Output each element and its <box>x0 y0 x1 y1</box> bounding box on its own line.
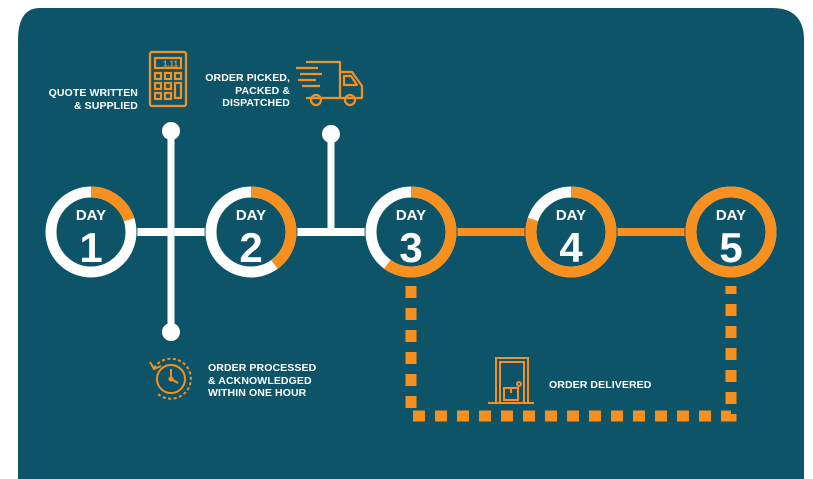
day-ring-backdrop <box>364 185 458 279</box>
day-ring-backdrop <box>684 185 778 279</box>
day-ring-progress <box>45 186 137 278</box>
day-number-label: 5 <box>719 224 742 271</box>
day-ring-progress <box>685 186 777 278</box>
milestone-picked-label: ORDER PICKED, PACKED & DISPATCHED <box>205 72 290 109</box>
milestone-processed-label: ORDER PROCESSED & ACKNOWLEDGED WITHIN ON… <box>208 362 317 399</box>
calculator-display-text: 1.11 <box>163 60 179 69</box>
day-word-label: DAY <box>76 207 106 224</box>
delivery-truck-icon <box>296 60 364 107</box>
day-number-label: 1 <box>79 224 102 271</box>
milestone-delivered-label: ORDER DELIVERED <box>549 379 652 391</box>
day-ring-progress <box>365 186 457 278</box>
delivery-dashed-path <box>405 286 737 422</box>
day-number-label: 3 <box>399 224 422 271</box>
calculator-icon: 1.11 <box>148 50 188 108</box>
day-number-label: 2 <box>239 224 262 271</box>
clock-icon <box>149 357 192 400</box>
branch-node-quote <box>162 122 180 140</box>
branch-node-processed <box>162 323 180 341</box>
day-ring-backdrop <box>524 185 618 279</box>
branch-node-picked <box>322 125 340 143</box>
day-ring-progress <box>525 186 617 278</box>
milestone-quote-label: QUOTE WRITTEN & SUPPLIED <box>48 87 138 112</box>
day-ring-backdrop <box>44 185 138 279</box>
door-package-icon <box>488 357 534 404</box>
day-ring-backdrop <box>204 185 298 279</box>
day-word-label: DAY <box>396 207 426 224</box>
day-word-label: DAY <box>716 207 746 224</box>
day-ring-progress <box>205 186 297 278</box>
day-number-label: 4 <box>559 224 583 271</box>
day-word-label: DAY <box>556 207 586 224</box>
day-word-label: DAY <box>236 207 266 224</box>
